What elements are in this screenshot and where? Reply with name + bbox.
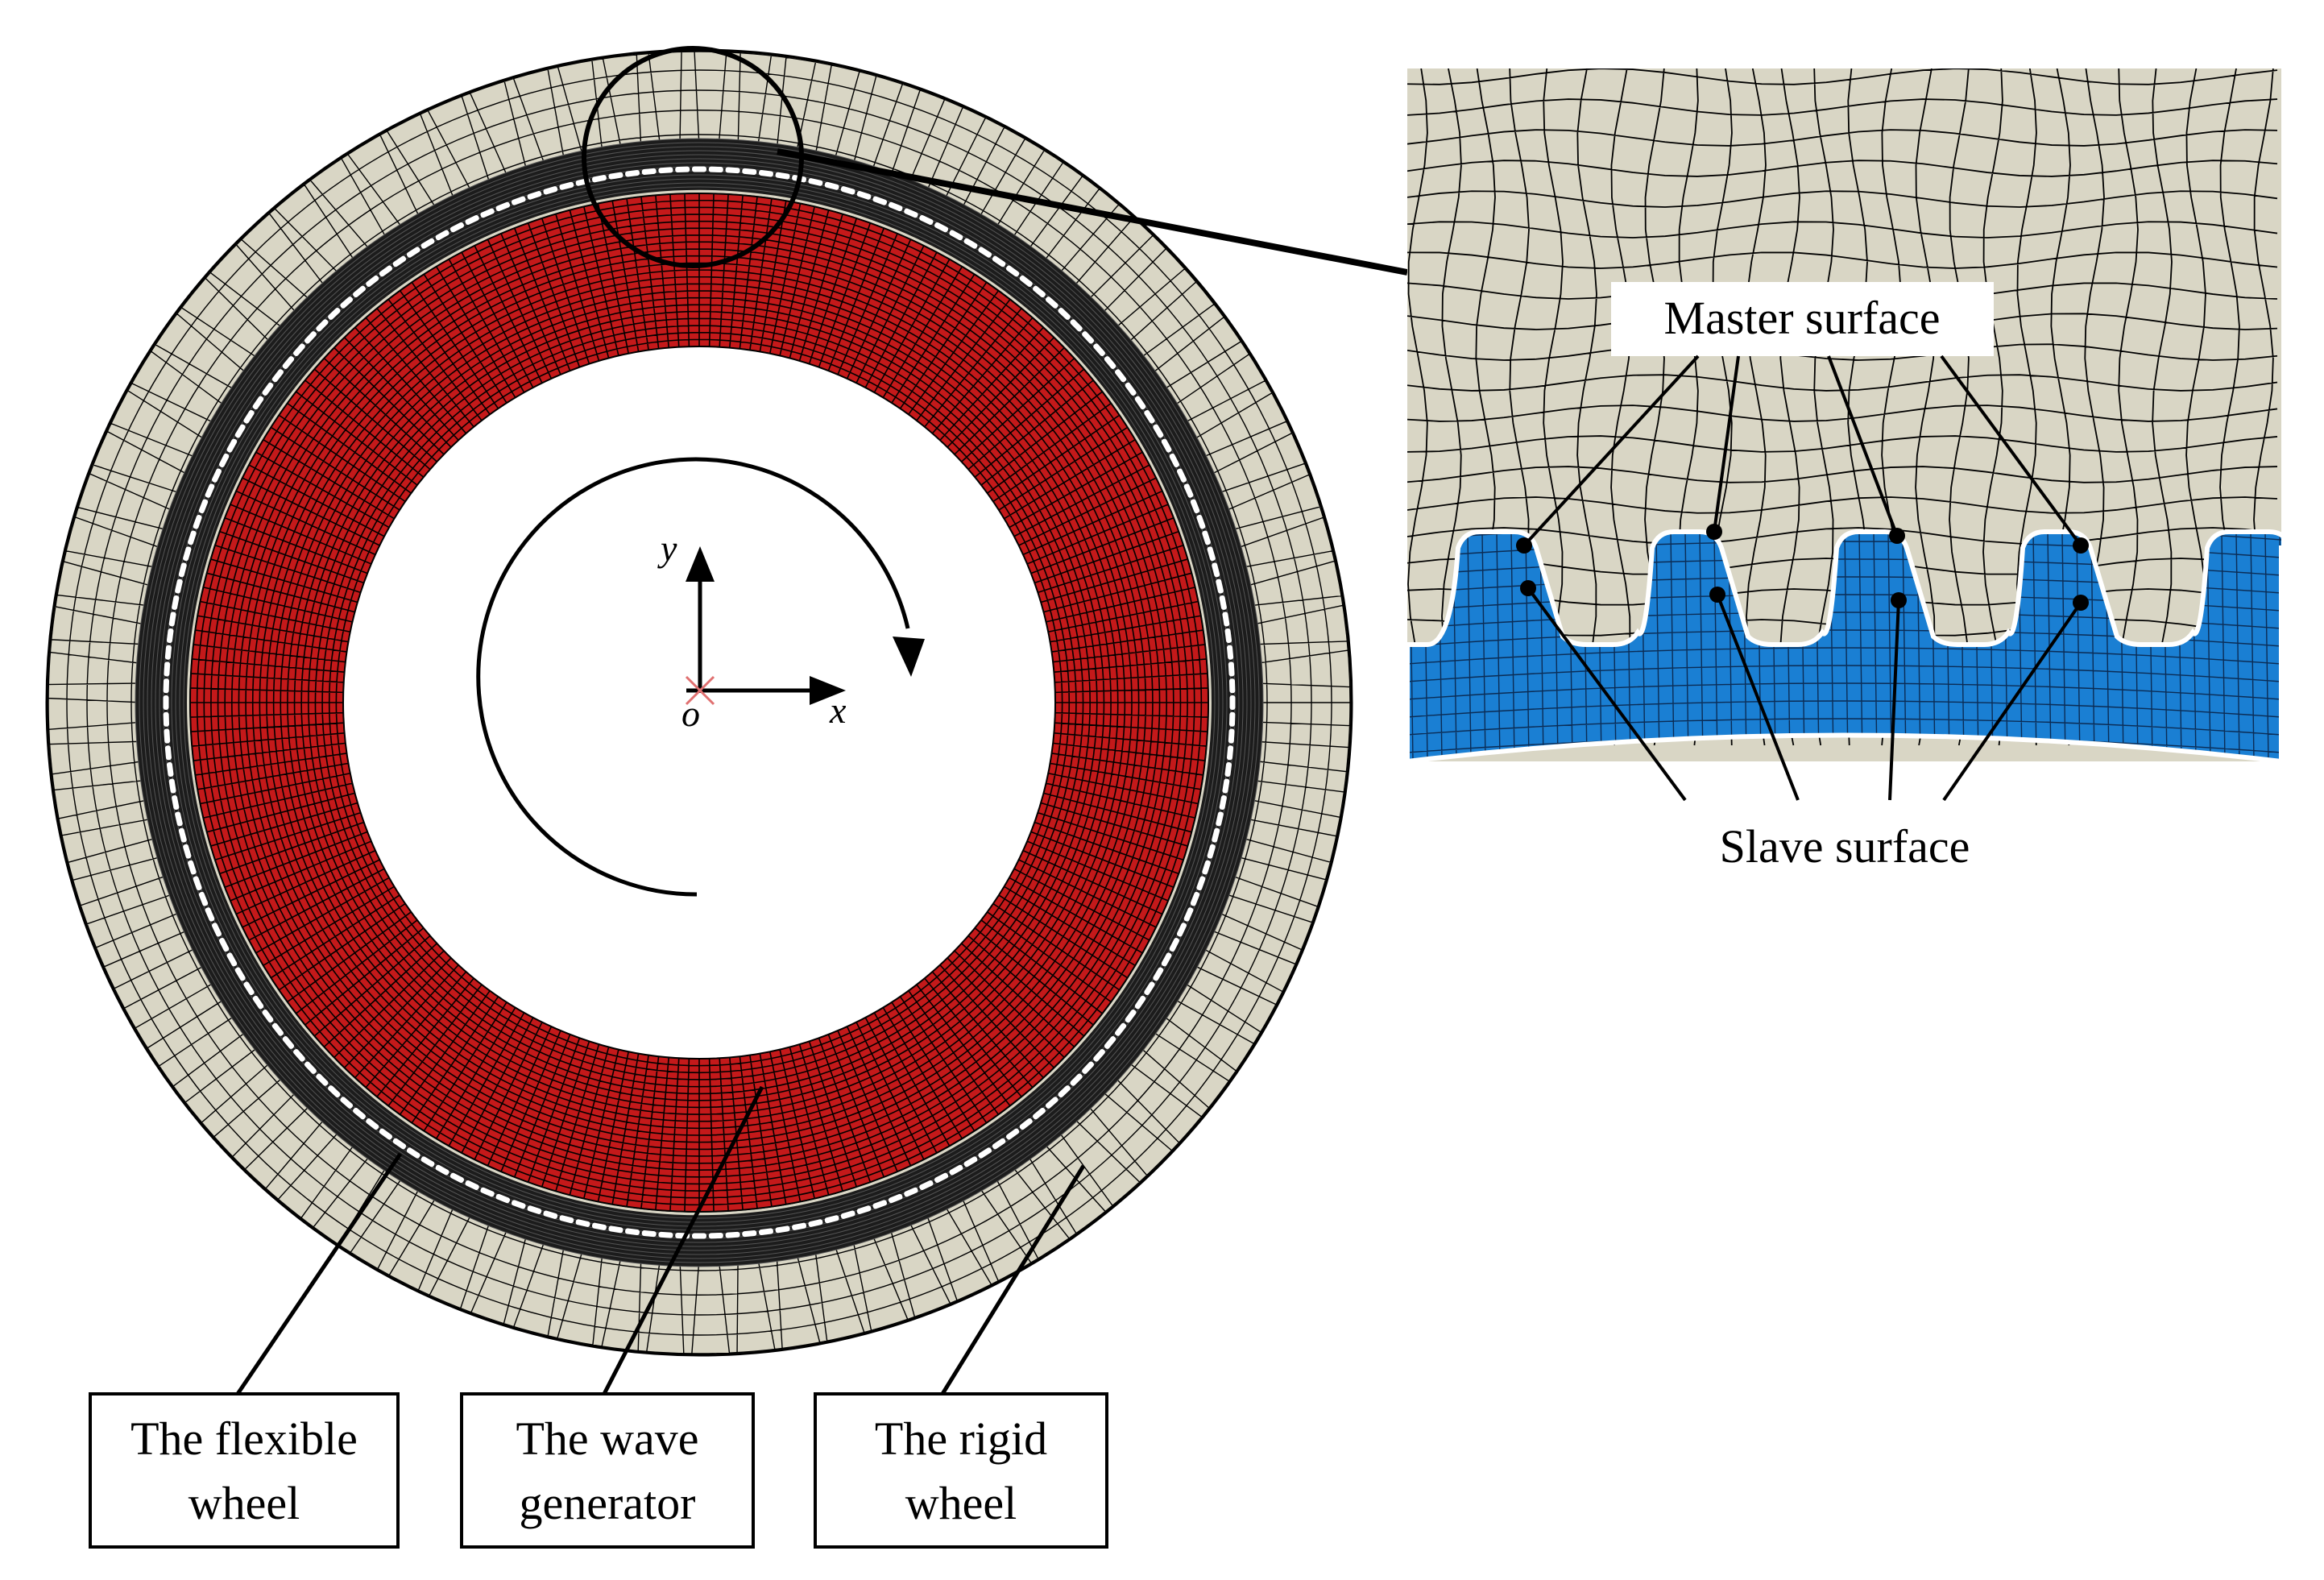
- component-callouts: The flexible wheel The wave generator Th…: [89, 1085, 1108, 1549]
- origin-label: o: [681, 693, 700, 734]
- master-surface-contact-points: [1516, 524, 2089, 554]
- rigid-wheel-label-line2: wheel: [905, 1477, 1017, 1529]
- flexible-wheel-label-line1: The flexible: [130, 1412, 358, 1465]
- slave-surface-leaders: [1527, 587, 2082, 802]
- flexible-wheel-callout: The flexible wheel: [89, 1392, 400, 1549]
- origin-mark: [685, 675, 715, 706]
- zoomed-inset: Master surface Slave surface: [1407, 68, 2281, 873]
- gear-assembly: x y o: [45, 46, 1353, 1357]
- master-surface-leaders: [1522, 355, 2082, 547]
- rotation-arrow: [476, 457, 910, 897]
- rotation-arrowhead: [893, 637, 925, 677]
- slave-surface-label: Slave surface: [1720, 820, 1970, 873]
- slave-surface-contact-points: [1520, 580, 2089, 611]
- master-surface-label-box: [1611, 282, 1994, 356]
- y-axis-label: y: [657, 528, 677, 569]
- wave-generator-callout: The wave generator: [460, 1392, 755, 1549]
- rigid-wheel-mesh: [46, 49, 1352, 1356]
- rigid-wheel-label-line1: The rigid: [875, 1412, 1047, 1465]
- inset-tooth-gap-outline: [1407, 529, 2281, 761]
- zoom-connector-line: [777, 148, 1408, 276]
- tooth-mesh-zone: [135, 138, 1264, 1267]
- wave-generator-label-line2: generator: [520, 1477, 696, 1529]
- flexible-wheel-leader: [235, 1152, 403, 1395]
- wave-generator-label-line1: The wave: [516, 1412, 698, 1465]
- x-axis-arrowhead: [810, 676, 846, 705]
- y-axis-arrowhead: [686, 546, 715, 582]
- rigid-wheel-callout: The rigid wheel: [814, 1392, 1108, 1549]
- master-surface-label: Master surface: [1664, 292, 1941, 344]
- inner-bore: [342, 346, 1056, 1060]
- x-axis-label: x: [829, 690, 847, 731]
- coordinate-axes: x y o: [657, 528, 847, 734]
- flexible-wheel-label-line2: wheel: [188, 1477, 300, 1529]
- wave-generator-leader: [602, 1085, 764, 1395]
- rigid-wheel-leader: [940, 1164, 1086, 1395]
